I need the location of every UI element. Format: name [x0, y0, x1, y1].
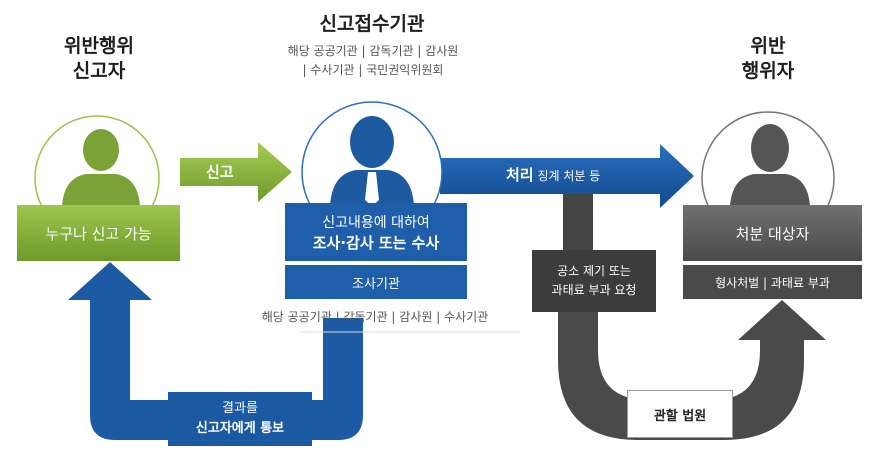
prosecute-line2: 과태료 부과 요청 [551, 283, 637, 297]
violator-bar-label: 처분 대상자 [735, 224, 810, 243]
court-box: 관할 법원 [627, 390, 733, 438]
violator-bar: 처분 대상자 [683, 205, 862, 261]
agency-title: 신고접수기관 [319, 13, 425, 35]
notify-box: 결과를 신고자에게 통보 [168, 392, 312, 446]
agency-sub-bar-label: 조사기관 [352, 276, 400, 292]
report-arrow-label: 신고 [206, 163, 234, 181]
agency-list: 해당 공공기관 | 감독기관 | 감사원 | 수사기관 | 국민권익위원회 [268, 42, 478, 80]
reporter-bar: 누구나 신고 가능 [17, 205, 180, 261]
reporter-bar-label: 누구나 신고 가능 [45, 224, 152, 243]
violator-sub-bar: 형사처벌 | 과태료 부과 [683, 265, 862, 299]
reporter-title: 위반행위 신고자 [44, 34, 154, 84]
reporter-title-line1: 위반행위 [64, 35, 134, 57]
violator-title-line2: 행위자 [741, 60, 795, 82]
reporter-person-icon [62, 129, 140, 206]
prosecute-stem [563, 192, 593, 252]
agency-bar-line2: 조사·감사 또는 수사 [312, 233, 440, 252]
reporter-title-line2: 신고자 [72, 60, 126, 82]
agency-below-list: 해당 공공기관 | 감독기관 | 감사원 | 수사기관 [261, 310, 489, 324]
agency-list-line1: 해당 공공기관 | 감독기관 | 감사원 [287, 44, 459, 58]
process-label-bold: 처리 [506, 166, 534, 184]
violator-title-line1: 위반 [750, 35, 786, 57]
agency-sub-bar: 조사기관 [285, 265, 467, 299]
violator-person-icon [730, 124, 810, 206]
process-label-rest: 징계 처분 등 [537, 169, 601, 183]
agency-bar-line1: 신고내용에 대하여 [322, 214, 430, 231]
agency-bar: 신고내용에 대하여 조사·감사 또는 수사 [285, 203, 467, 261]
court-arrow-shape [558, 300, 826, 440]
prosecute-box: 공소 제기 또는 과태료 부과 요청 [532, 250, 656, 312]
notify-line1: 결과를 [222, 401, 258, 416]
notify-line2: 신고자에게 통보 [195, 421, 285, 436]
report-arrow-shape [180, 142, 292, 202]
court-label: 관할 법원 [653, 408, 707, 424]
agency-person-icon [330, 116, 414, 206]
violator-sub-bar-label: 형사처벌 | 과태료 부과 [715, 275, 830, 290]
prosecute-line1: 공소 제기 또는 [557, 264, 631, 278]
violator-title: 위반 행위자 [718, 34, 818, 84]
process-arrow-label: 처리 징계 처분 등 [506, 164, 600, 185]
process-arrow-shape [440, 144, 694, 208]
agency-list-line2: | 수사기관 | 국민권익위원회 [302, 63, 444, 77]
